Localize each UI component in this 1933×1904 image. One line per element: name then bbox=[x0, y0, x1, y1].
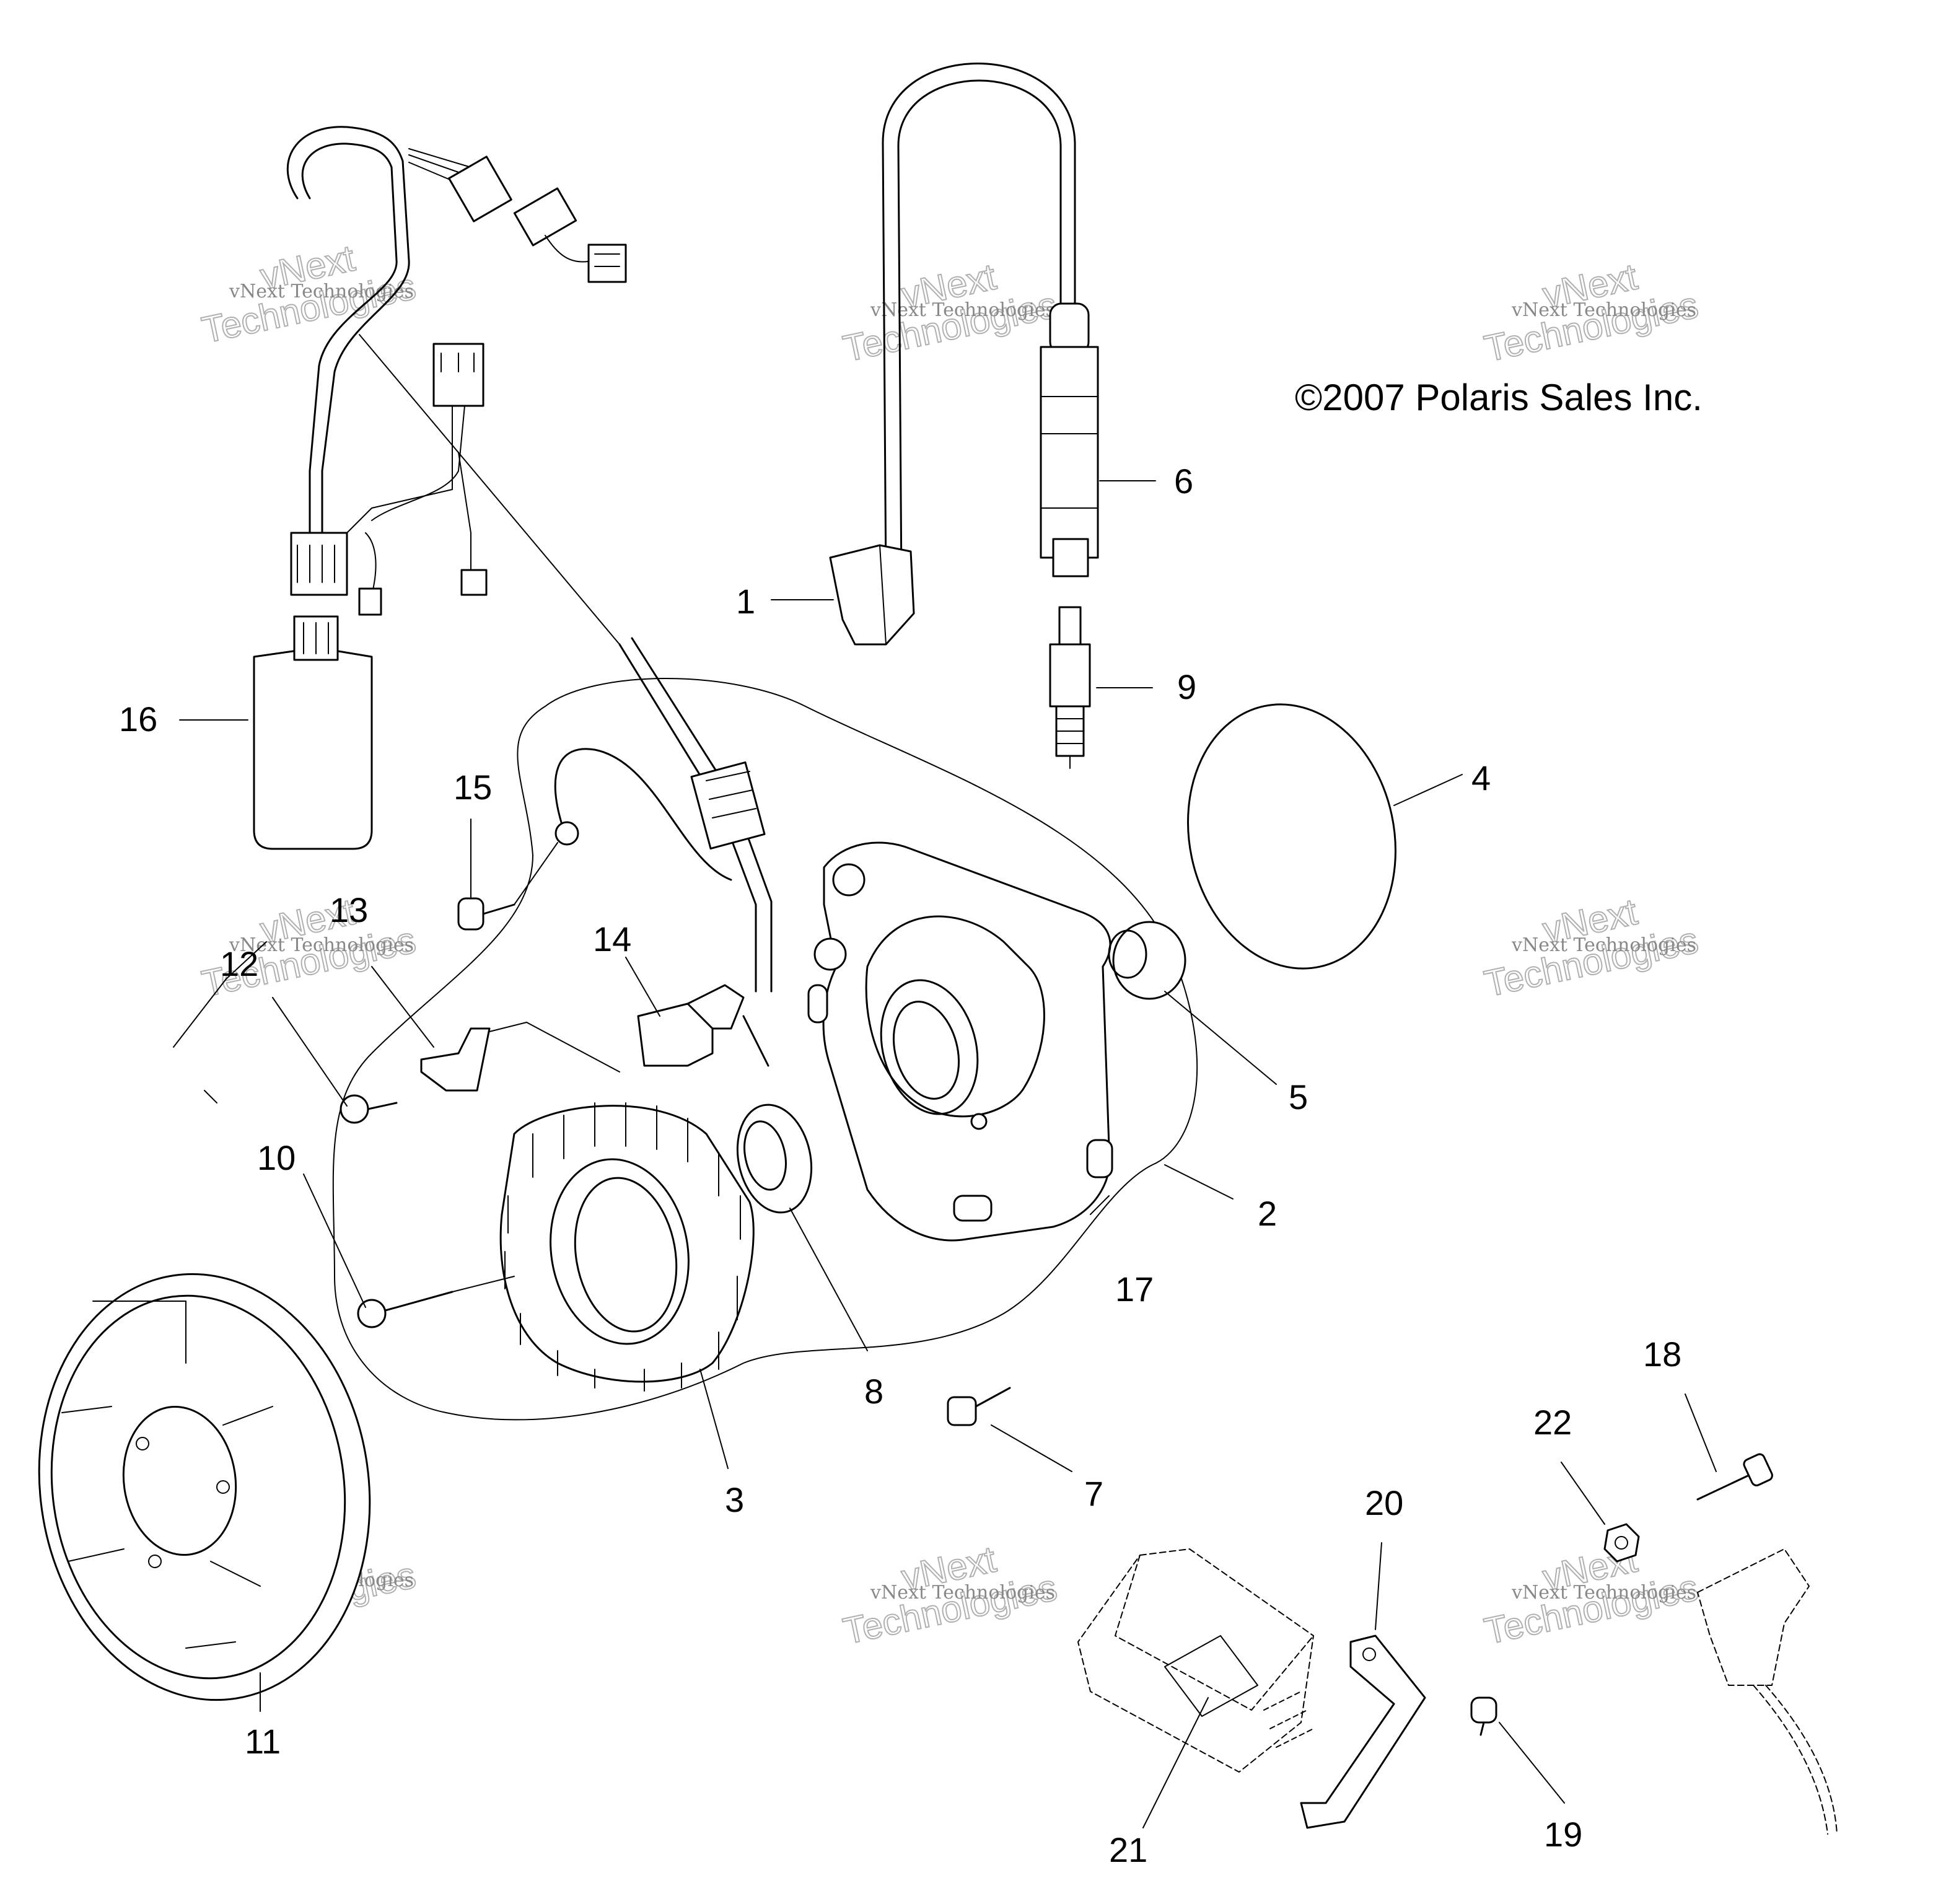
watermark-company: vNext Technologies bbox=[870, 299, 1055, 321]
part-14-pickup-sensor bbox=[618, 637, 773, 1067]
watermark-company: vNext Technologies bbox=[870, 1582, 1055, 1603]
watermark: Technologies vNext vNext Technologies bbox=[1480, 1538, 1703, 1653]
callout-9: 9 bbox=[1177, 667, 1196, 706]
part-22-nut bbox=[1603, 1523, 1640, 1563]
watermark-company: vNext Technologies bbox=[1511, 299, 1696, 321]
callout-3: 3 bbox=[725, 1480, 744, 1519]
part-10-screw bbox=[357, 1276, 515, 1328]
callout-labels: 1 2 3 4 5 6 7 8 9 10 11 12 13 14 15 16 1… bbox=[119, 462, 1681, 1869]
part-4-gasket bbox=[1187, 703, 1396, 970]
callout-7: 7 bbox=[1084, 1474, 1103, 1513]
leader-lines bbox=[173, 480, 1717, 1828]
part-12-screw bbox=[340, 1094, 398, 1124]
part-9-spark-plug bbox=[1049, 606, 1091, 769]
callout-5: 5 bbox=[1289, 1077, 1308, 1117]
callout-14: 14 bbox=[593, 919, 631, 959]
callout-21: 21 bbox=[1109, 1830, 1147, 1869]
part-6-spark-plug-cap bbox=[1040, 302, 1099, 577]
callout-6: 6 bbox=[1174, 462, 1193, 501]
callout-8: 8 bbox=[864, 1372, 883, 1411]
part-13-bracket bbox=[420, 1022, 620, 1092]
callout-2: 2 bbox=[1258, 1194, 1277, 1233]
callout-12: 12 bbox=[220, 944, 258, 983]
watermark-company: vNext Technologies bbox=[229, 934, 414, 956]
callout-4: 4 bbox=[1471, 758, 1491, 797]
callout-1: 1 bbox=[736, 582, 755, 621]
part-17-stator-plate bbox=[807, 841, 1113, 1242]
wiring-harness bbox=[286, 126, 627, 645]
assembly-outline bbox=[332, 678, 1198, 1421]
part-19-screw bbox=[1470, 1696, 1497, 1736]
part-15-screw bbox=[457, 842, 558, 931]
part-7-bolt bbox=[947, 1387, 1011, 1426]
callout-11: 11 bbox=[245, 1722, 281, 1761]
callout-10: 10 bbox=[257, 1138, 296, 1177]
watermark: Technologies vNext vNext Technologies bbox=[839, 1538, 1061, 1653]
wiring-connector-dashed bbox=[1697, 1548, 1838, 1835]
ground-wire bbox=[554, 748, 732, 881]
watermark: Technologies vNext vNext Technologies bbox=[839, 255, 1061, 371]
copyright-text: ©2007 Polaris Sales Inc. bbox=[1295, 377, 1703, 418]
callout-13: 13 bbox=[330, 890, 368, 929]
watermark: Technologies vNext vNext Technologies bbox=[198, 237, 420, 352]
watermark-company: vNext Technologies bbox=[1511, 1582, 1696, 1603]
callout-20: 20 bbox=[1365, 1483, 1403, 1522]
part-16-cdi-box bbox=[253, 615, 373, 850]
callout-19: 19 bbox=[1544, 1815, 1582, 1854]
part-3-stator bbox=[499, 1102, 755, 1392]
callout-15: 15 bbox=[454, 768, 492, 807]
watermark: Technologies vNext vNext Technologies bbox=[1480, 255, 1703, 371]
part-5-bushing bbox=[1108, 921, 1186, 1000]
callout-17: 17 bbox=[1115, 1270, 1154, 1309]
part-1-ignition-coil bbox=[829, 63, 1076, 646]
callout-22: 22 bbox=[1533, 1403, 1572, 1442]
part-8-oil-seal bbox=[736, 1103, 813, 1214]
callout-16: 16 bbox=[119, 700, 157, 739]
part-18-bolt bbox=[1696, 1453, 1773, 1501]
part-11-flywheel bbox=[38, 1273, 371, 1701]
watermark-company: vNext Technologies bbox=[1511, 934, 1696, 956]
watermark: Technologies vNext vNext Technologies bbox=[1480, 890, 1703, 1006]
part-21-regulator bbox=[1077, 1548, 1314, 1773]
callout-18: 18 bbox=[1643, 1335, 1681, 1374]
part-20-bracket bbox=[1300, 1634, 1426, 1829]
watermark-company: vNext Technologies bbox=[229, 281, 414, 302]
